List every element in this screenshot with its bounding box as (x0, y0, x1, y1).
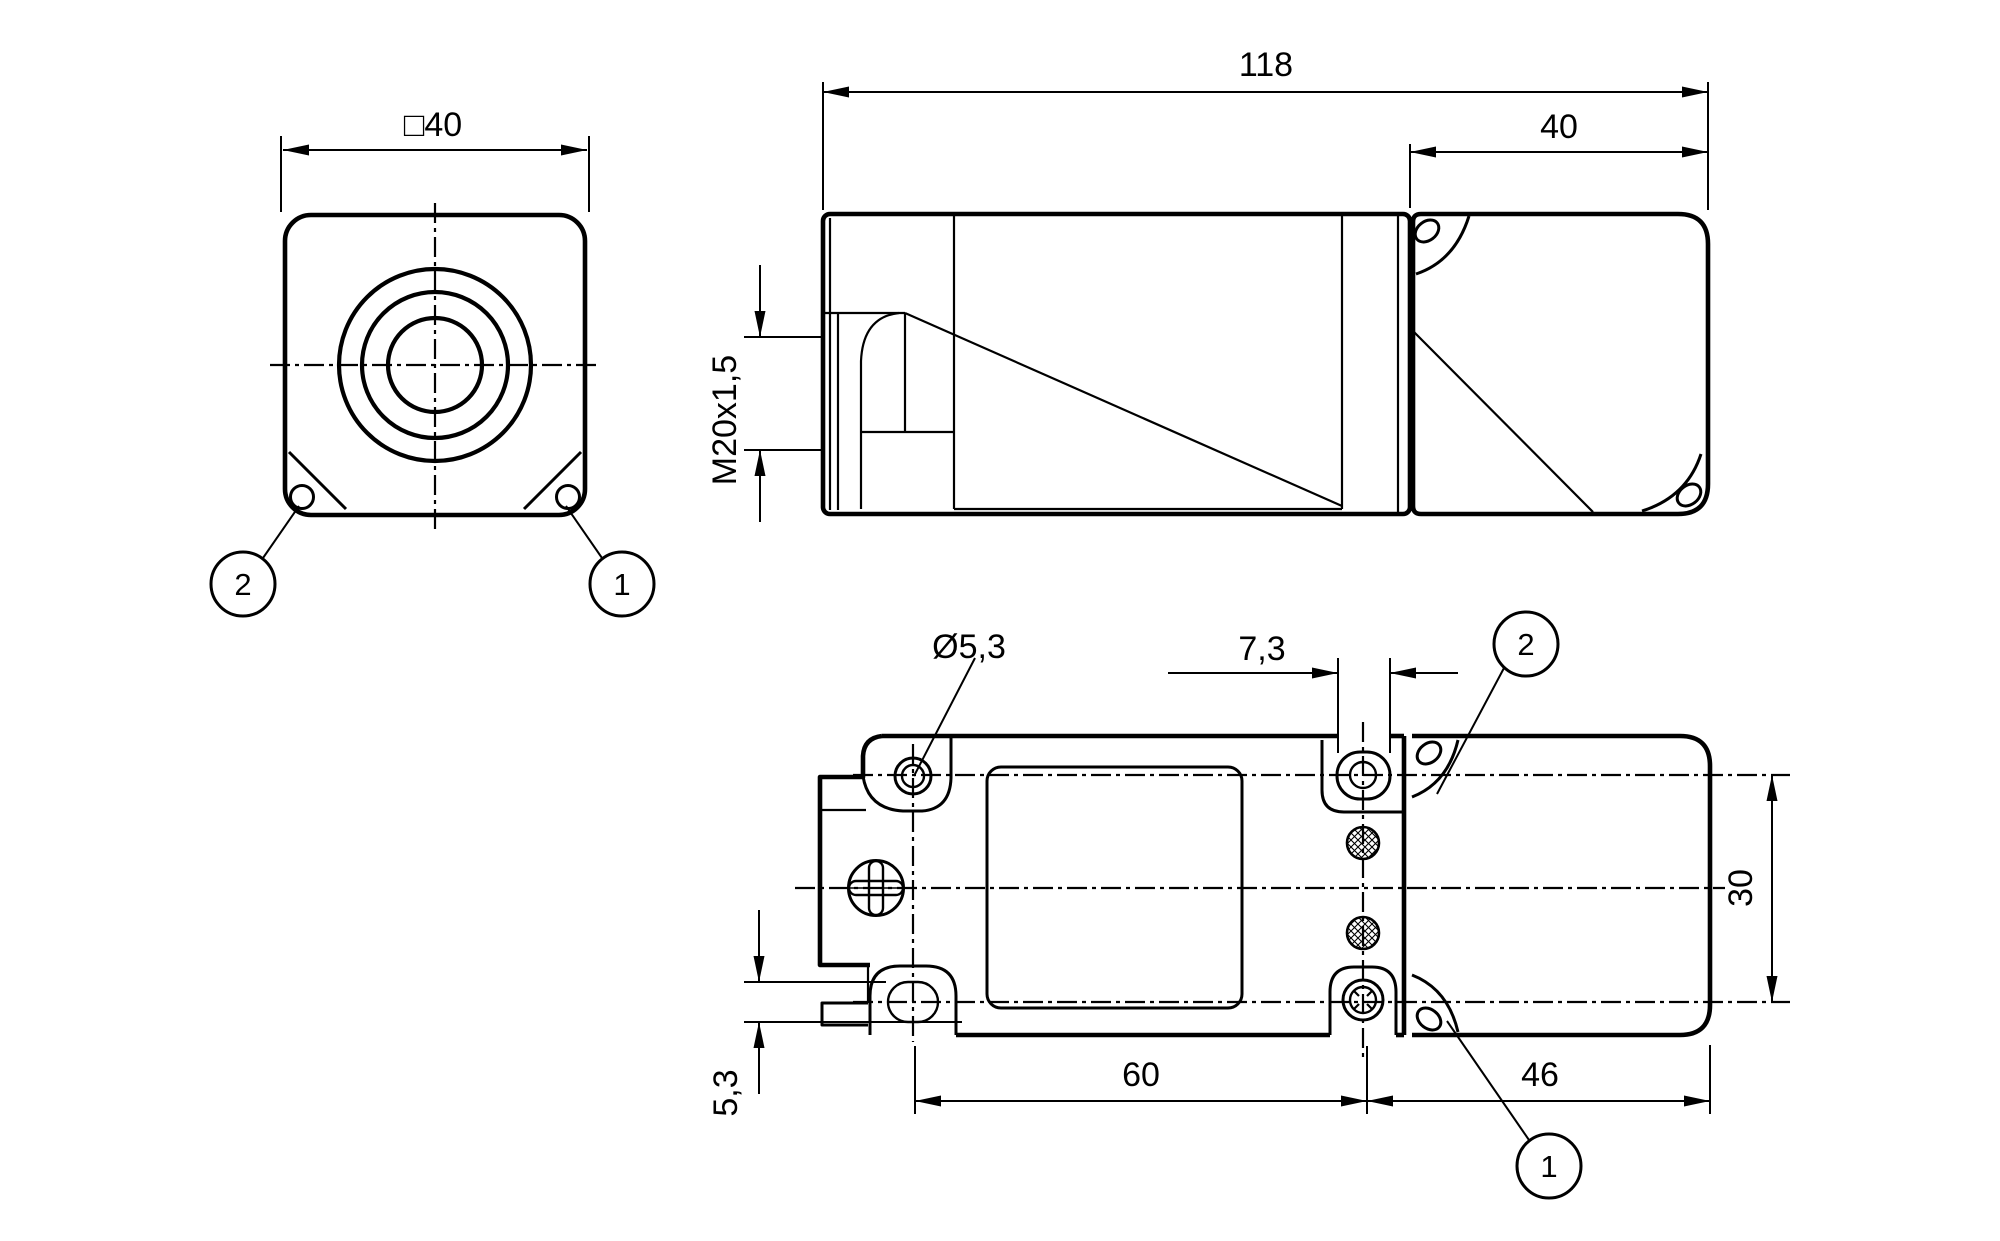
top-head-length-label: 46 (1521, 1056, 1559, 1094)
top-callout-2: 2 (1436, 610, 1560, 795)
front-callout-2: 2 (209, 505, 300, 618)
top-slot-width-label: 7,3 (1238, 630, 1285, 668)
front-width-label: □40 (404, 106, 462, 144)
top-hole-spacing-label: 60 (1122, 1056, 1160, 1094)
top-view: Ø5,3 7,3 60 46 (707, 610, 1790, 1200)
side-body-interior (824, 216, 1400, 512)
top-callout-2-label: 2 (1517, 627, 1534, 662)
top-body-outline (817, 733, 1407, 1038)
side-total-length-label: 118 (1239, 46, 1293, 84)
front-view: □40 2 1 (209, 106, 656, 618)
side-head-details (1412, 215, 1703, 513)
side-head-length-dimension: 40 (1409, 108, 1708, 208)
front-width-dimension: □40 (280, 106, 590, 212)
front-callout-1: 1 (565, 505, 656, 618)
top-head-corner-details (1411, 739, 1460, 1033)
top-hole-diameter-label: Ø5,3 (932, 628, 1006, 666)
top-head-outline (1412, 733, 1713, 1038)
top-slot-height-dimension: 5,3 (707, 910, 962, 1117)
side-thread-dimension: M20x1,5 (706, 265, 821, 522)
top-head-length-dimension: 46 (1367, 1045, 1711, 1114)
top-callout-1: 1 (1446, 1020, 1583, 1200)
side-thread-label: M20x1,5 (706, 355, 744, 485)
side-body-outline (820, 211, 1413, 517)
side-head-outline (1410, 211, 1711, 517)
top-slot-height-label: 5,3 (707, 1069, 745, 1116)
front-centerlines (270, 203, 600, 532)
top-row-spacing-label: 30 (1722, 869, 1760, 907)
top-hole-spacing-dimension: 60 (914, 1046, 1368, 1114)
front-callout-1-label: 1 (613, 567, 630, 602)
top-hole-diameter-dimension: Ø5,3 (913, 628, 1006, 777)
side-total-length-dimension: 118 (822, 46, 1709, 210)
top-callout-1-label: 1 (1540, 1149, 1557, 1184)
side-view: 118 40 M20x1,5 (706, 46, 1711, 522)
front-callout-2-label: 2 (234, 567, 251, 602)
side-head-length-label: 40 (1540, 108, 1578, 146)
top-centerlines (795, 722, 1790, 1062)
top-row-spacing-dimension: 30 (1722, 775, 1778, 1002)
top-slot-width-dimension: 7,3 (1168, 630, 1458, 679)
